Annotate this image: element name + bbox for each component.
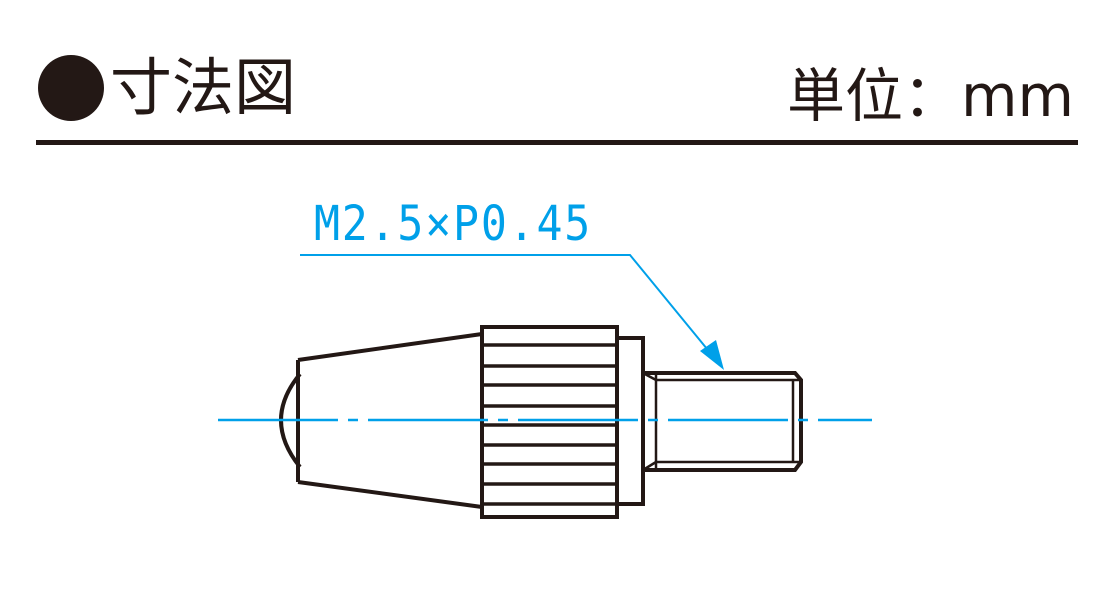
header-divider <box>36 140 1078 145</box>
thread-spec-label: M2.5×P0.45 <box>314 196 593 252</box>
knurl-lines <box>484 343 615 506</box>
unit-label: 単位：mm <box>787 62 1074 130</box>
section-title: 寸法図 <box>38 52 296 124</box>
thread-root-lines <box>642 371 800 472</box>
leader-line <box>300 254 713 356</box>
title-text: 寸法図 <box>110 51 297 124</box>
bullet-icon <box>38 55 104 121</box>
knurled-knob <box>480 325 619 519</box>
thread-shaft <box>641 371 803 472</box>
arrow-head-icon <box>700 340 724 370</box>
